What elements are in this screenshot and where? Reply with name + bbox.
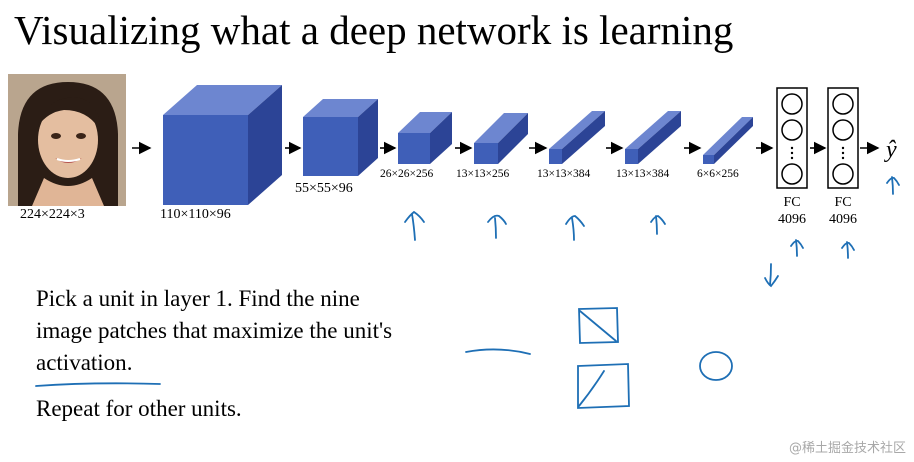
fc1-size: 4096: [778, 212, 806, 227]
instruction-line-3-b: .: [126, 350, 133, 375]
input-dims-label: 224×224×3: [20, 207, 85, 222]
conv-layer-6-cube: [625, 111, 681, 164]
fc2-label: FC 4096: [818, 194, 868, 228]
instruction-line-2-b: unit's: [343, 318, 393, 343]
conv3-dims-label: 26×26×256: [380, 168, 434, 180]
fc2-size: 4096: [829, 212, 857, 227]
conv-layer-2-cube: [303, 99, 378, 176]
instruction-line-3: activation.: [36, 350, 132, 376]
instruction-line-1: Pick a unit in layer 1. Find the nine: [36, 286, 360, 311]
instruction-line-3-a: activation: [36, 350, 127, 375]
conv2-dims-label: 55×55×96: [295, 181, 353, 196]
fc1-label: FC 4096: [767, 194, 817, 228]
conv-layer-4-cube: [474, 113, 528, 164]
instruction-line-2-a: image patches that maximize the: [36, 318, 344, 343]
conv4-dims-label: 13×13×256: [456, 168, 510, 180]
fc2-name: FC: [834, 195, 852, 210]
instruction-line-4: Repeat for other units.: [36, 396, 242, 421]
instruction-line-2: image patches that maximize the unit's: [36, 318, 392, 344]
slide-title: Visualizing what a deep network is learn…: [14, 7, 734, 53]
fc1-name: FC: [783, 195, 801, 210]
output-y-hat: ŷ: [884, 137, 897, 163]
conv-layer-5-cube: [549, 111, 605, 164]
conv1-dims-label: 110×110×96: [160, 207, 231, 222]
conv-layer-1-cube: [163, 85, 282, 205]
conv-layer-3-cube: [398, 112, 452, 164]
input-face-image: [8, 74, 126, 206]
fc-layer-2-column: [827, 87, 859, 189]
fc-layer-1-column: [776, 87, 808, 189]
conv7-dims-label: 6×6×256: [697, 168, 739, 180]
conv-layer-7-cube: [703, 117, 753, 164]
conv6-dims-label: 13×13×384: [616, 168, 670, 180]
conv5-dims-label: 13×13×384: [537, 168, 591, 180]
watermark: @稀土掘金技术社区: [788, 441, 906, 456]
handwritten-annotations: [35, 176, 900, 409]
